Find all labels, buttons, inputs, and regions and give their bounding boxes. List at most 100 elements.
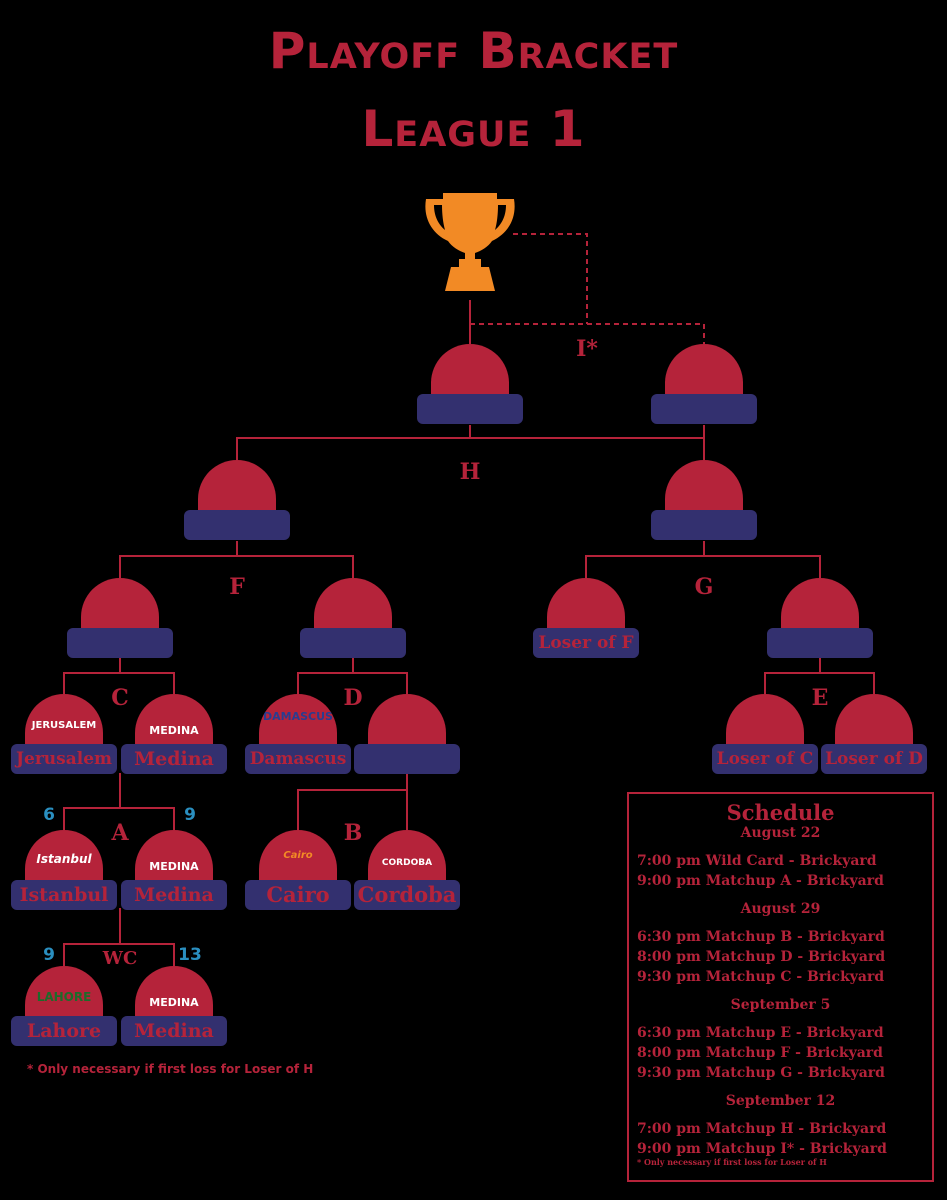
schedule-item: 9:00 pm Matchup I* - Brickyard <box>637 1141 887 1157</box>
bracket-title: Playoff Bracket <box>268 22 679 80</box>
matchup-label-a: A <box>111 820 129 846</box>
team-name <box>354 744 460 774</box>
team-dome: Cairo <box>259 830 337 884</box>
team-name: Medina <box>121 1016 227 1046</box>
team-name <box>67 628 173 658</box>
team-name: Istanbul <box>11 880 117 910</box>
schedule-item: 8:00 pm Matchup F - Brickyard <box>637 1045 883 1061</box>
team-name: Cairo <box>245 880 351 910</box>
medina-logo: MEDINA <box>149 860 199 873</box>
schedule-date: September 12 <box>725 1093 836 1109</box>
slot-a-right[interactable]: MEDINA Medina <box>121 830 227 912</box>
slot-wc-right[interactable]: MEDINA Medina <box>121 966 227 1048</box>
team-dome: MEDINA <box>135 694 213 748</box>
footnote: * Only necessary if first loss for Loser… <box>27 1062 314 1076</box>
team-name <box>300 628 406 658</box>
team-dome <box>835 694 913 748</box>
team-dome: DAMASCUS <box>259 694 337 748</box>
team-dome: CORDOBA <box>368 830 446 884</box>
trophy-icon <box>425 193 515 291</box>
slot-h-right[interactable] <box>651 460 757 542</box>
slot-d-right[interactable] <box>354 694 460 776</box>
team-name: Loser of C <box>712 744 818 774</box>
matchup-label-f: F <box>229 574 245 600</box>
slot-b-left[interactable]: Cairo Cairo <box>245 830 351 912</box>
schedule-day: September 12 7:00 pm Matchup H - Brickya… <box>629 1093 932 1167</box>
team-dome <box>198 460 276 514</box>
lahore-logo: LAHORE <box>36 990 92 1004</box>
slot-g-left[interactable]: Loser of F <box>533 578 639 660</box>
team-dome <box>431 344 509 398</box>
team-dome <box>726 694 804 748</box>
team-dome: Istanbul <box>25 830 103 884</box>
team-name: Damascus <box>245 744 351 774</box>
team-dome <box>781 578 859 632</box>
damascus-logo: DAMASCUS <box>263 710 333 723</box>
team-name <box>651 510 757 540</box>
matchup-label-wc: WC <box>102 948 138 969</box>
team-dome <box>665 344 743 398</box>
team-dome <box>547 578 625 632</box>
team-dome <box>665 460 743 514</box>
schedule-item: 6:30 pm Matchup E - Brickyard <box>637 1025 884 1041</box>
matchup-label-h: H <box>459 459 481 485</box>
schedule-title: Schedule <box>726 800 835 825</box>
matchup-label-c: C <box>111 685 129 711</box>
schedule-item: 7:00 pm Wild Card - Brickyard <box>637 853 877 869</box>
team-name: Loser of F <box>533 628 639 658</box>
team-name: Medina <box>121 880 227 910</box>
team-name: Lahore <box>11 1016 117 1046</box>
team-dome <box>368 694 446 748</box>
team-name: Loser of D <box>821 744 927 774</box>
schedule-date: August 22 <box>740 825 821 841</box>
slot-f-left[interactable] <box>67 578 173 660</box>
slot-b-right[interactable]: CORDOBA Cordoba <box>354 830 460 912</box>
team-name <box>767 628 873 658</box>
istanbul-logo: Istanbul <box>36 852 92 866</box>
slot-c-right[interactable]: MEDINA Medina <box>121 694 227 776</box>
slot-final-left[interactable] <box>417 344 523 426</box>
schedule-date: August 29 <box>740 901 821 917</box>
schedule-day: September 5 6:30 pm Matchup E - Brickyar… <box>629 997 932 1083</box>
slot-g-right[interactable] <box>767 578 873 660</box>
medina-logo: MEDINA <box>149 724 199 737</box>
league-title: League 1 <box>361 100 586 158</box>
medina-logo: MEDINA <box>149 996 199 1009</box>
matchup-label-g: G <box>694 574 714 600</box>
seed-number: 6 <box>43 805 55 825</box>
slot-d-left[interactable]: DAMASCUS Damascus <box>245 694 351 776</box>
team-name <box>651 394 757 424</box>
schedule-panel: Schedule August 22 7:00 pm Wild Card - B… <box>627 792 934 1182</box>
team-name: Cordoba <box>354 880 460 910</box>
team-dome <box>81 578 159 632</box>
matchup-label-e: E <box>811 685 829 711</box>
schedule-date: September 5 <box>730 997 831 1013</box>
slot-c-left[interactable]: JERUSALEM Jerusalem <box>11 694 117 776</box>
schedule-note: * Only necessary if first loss for Loser… <box>637 1157 827 1167</box>
cairo-logo: Cairo <box>283 850 313 861</box>
slot-final-right[interactable] <box>651 344 757 426</box>
seed-number: 9 <box>184 805 196 825</box>
slot-e-right[interactable]: Loser of D <box>821 694 927 776</box>
seed-number: 9 <box>43 945 55 965</box>
team-name: Medina <box>121 744 227 774</box>
team-dome: MEDINA <box>135 830 213 884</box>
team-name <box>417 394 523 424</box>
team-name: Jerusalem <box>11 744 117 774</box>
team-dome: JERUSALEM <box>25 694 103 748</box>
slot-e-left[interactable]: Loser of C <box>712 694 818 776</box>
schedule-item: 7:00 pm Matchup H - Brickyard <box>637 1121 887 1137</box>
team-dome: LAHORE <box>25 966 103 1020</box>
jerusalem-logo: JERUSALEM <box>31 720 97 731</box>
matchup-label-d: D <box>343 685 363 711</box>
matchup-label-b: B <box>343 820 363 846</box>
schedule-day: August 29 6:30 pm Matchup B - Brickyard … <box>629 901 932 987</box>
slot-h-left[interactable] <box>184 460 290 542</box>
schedule-item: 9:30 pm Matchup C - Brickyard <box>637 969 885 985</box>
team-dome: MEDINA <box>135 966 213 1020</box>
team-name <box>184 510 290 540</box>
slot-wc-left[interactable]: LAHORE Lahore <box>11 966 117 1048</box>
slot-f-right[interactable] <box>300 578 406 660</box>
slot-a-left[interactable]: Istanbul Istanbul <box>11 830 117 912</box>
